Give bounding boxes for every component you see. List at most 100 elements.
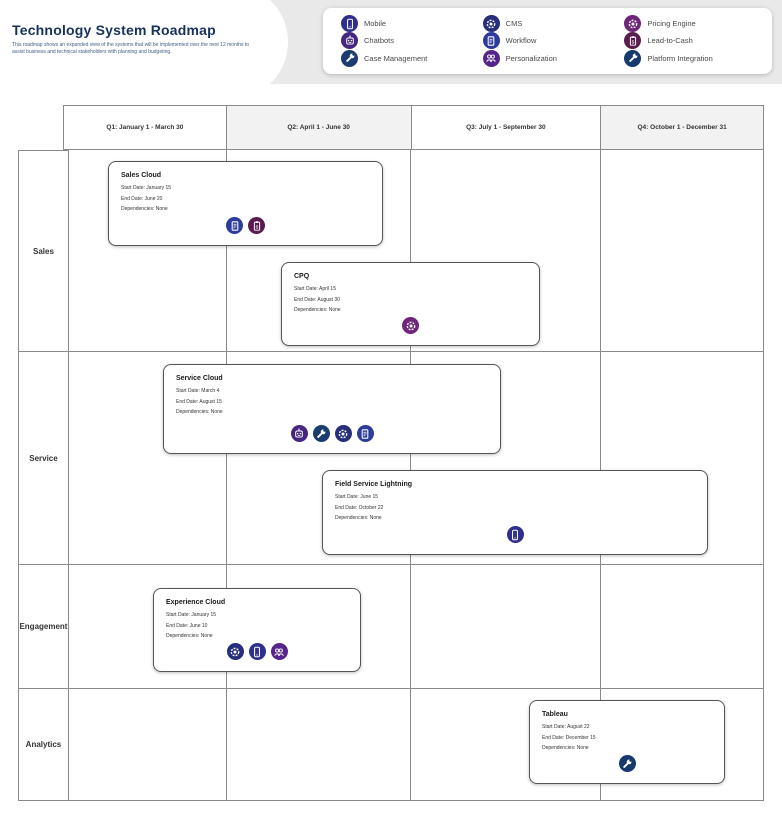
- card-icon-row: $: [109, 217, 382, 234]
- legend-item-lead-to-cash: $ Lead-to-Cash: [624, 32, 762, 50]
- chatbot-icon: [290, 425, 308, 442]
- card-end-date-value: December 15: [565, 734, 596, 741]
- card-icon-row: [530, 755, 724, 772]
- card-title: Sales Cloud: [121, 172, 162, 179]
- card-dependencies-value: None: [210, 409, 223, 415]
- card-dependencies-label: Dependencies:: [294, 307, 328, 313]
- row-label-service: Service: [19, 352, 69, 565]
- card-icon-row: [154, 643, 360, 660]
- card-start-date-value: April 15: [319, 286, 336, 292]
- card-end-date-label: End Date:: [121, 195, 144, 202]
- document-icon: [356, 425, 374, 442]
- legend-label: Pricing Engine: [647, 19, 696, 29]
- card-end-date-value: June 10: [189, 622, 208, 629]
- grid-cell-engagement-q3: [411, 565, 602, 689]
- card-dependencies: Dependencies: None: [176, 409, 488, 415]
- card-start-date-value: March 4: [201, 388, 220, 394]
- card-dependencies-label: Dependencies:: [176, 409, 210, 415]
- card-end-date-label: End Date:: [542, 734, 565, 741]
- card-cpq[interactable]: CPQ Start Date: April 15 End Date: August …: [281, 262, 540, 346]
- svg-text:$: $: [631, 40, 634, 46]
- card-end-date: End Date: October 22: [335, 505, 695, 511]
- card-title: Tableau: [542, 711, 568, 718]
- wrench-icon: [624, 49, 642, 67]
- curve-decoration: [172, 0, 288, 100]
- quarter-header-label: Q4: October 1 - December 31: [637, 124, 727, 131]
- card-dependencies: Dependencies: None: [121, 206, 370, 212]
- row-label-engagement: Engagement: [19, 565, 69, 689]
- legend-label: Personalization: [505, 53, 557, 63]
- legend-item-platform-integration: Platform Integration: [624, 49, 762, 67]
- card-dependencies-value: None: [576, 745, 589, 751]
- legend-item-case-management: Case Management: [341, 49, 479, 67]
- chatbot-icon: [341, 32, 358, 50]
- card-start-date-value: January 15: [146, 185, 172, 191]
- mobile-icon: [506, 526, 524, 543]
- card-end-date-value: June 20: [144, 195, 163, 202]
- timeline-header: Q1: January 1 - March 30 Q2: April 1 - Ju…: [63, 105, 764, 150]
- wrench-icon: [618, 755, 636, 772]
- card-dependencies-value: None: [200, 633, 213, 639]
- card-end-date-value: August 30: [317, 296, 340, 303]
- card-start-date-label: Start Date:: [335, 494, 359, 500]
- legend-item-personalization: Personalization: [482, 49, 621, 67]
- card-title: Field Service Lightning: [335, 481, 413, 488]
- legend-item-chatbots: Chatbots: [341, 32, 479, 50]
- card-dependencies: Dependencies: None: [294, 307, 527, 313]
- people-icon: [270, 643, 288, 660]
- quarter-header-q4: Q4: October 1 - December 31: [601, 106, 764, 150]
- gear-icon: [334, 425, 352, 442]
- legend-item-cms: CMS: [482, 15, 621, 33]
- card-end-date-label: End Date:: [166, 622, 189, 629]
- grid-cell-sales-q4: [601, 150, 764, 352]
- card-dependencies-label: Dependencies:: [542, 745, 576, 751]
- card-start-date-label: Start Date:: [176, 388, 200, 394]
- legend-label: Platform Integration: [647, 53, 713, 63]
- row-label-text: Engagement: [19, 622, 68, 631]
- legend-label: Workflow: [505, 36, 537, 46]
- legend-item-workflow: Workflow: [482, 32, 621, 50]
- quarter-header-label: Q1: January 1 - March 30: [106, 124, 184, 131]
- card-dependencies-value: None: [155, 206, 168, 212]
- grid-cell-analytics-q2: [226, 689, 412, 801]
- card-icon-row: [282, 317, 539, 334]
- legend-label: Case Management: [364, 53, 428, 63]
- gear-icon: [482, 15, 500, 33]
- gear-icon: [624, 15, 642, 33]
- card-end-date-label: End Date:: [335, 504, 358, 511]
- card-title: CPQ: [294, 273, 310, 280]
- legend-label: Lead-to-Cash: [647, 36, 693, 46]
- quarter-header-q2: Q2: April 1 - June 30: [226, 106, 412, 150]
- card-dependencies-label: Dependencies:: [166, 633, 200, 639]
- card-dependencies-value: None: [328, 307, 341, 313]
- wrench-icon: [312, 425, 330, 442]
- card-dependencies: Dependencies: None: [335, 515, 695, 521]
- mobile-icon: [248, 643, 266, 660]
- grid-cell-engagement-q4: [601, 565, 764, 689]
- quarter-header-label: Q2: April 1 - June 30: [287, 124, 350, 131]
- svg-text:$: $: [255, 224, 258, 230]
- card-end-date: End Date: August 30: [294, 297, 527, 303]
- card-end-date-label: End Date:: [176, 398, 199, 405]
- card-end-date: End Date: August 15: [176, 399, 488, 405]
- card-start-date-label: Start Date:: [294, 286, 318, 292]
- card-dependencies-label: Dependencies:: [335, 515, 369, 521]
- card-title: Experience Cloud: [166, 599, 226, 606]
- gear-icon: [226, 643, 244, 660]
- card-start-date: Start Date: June 15: [335, 494, 695, 500]
- card-end-date: End Date: December 15: [542, 735, 712, 741]
- clipboard-dollar-icon: $: [248, 217, 265, 234]
- card-title: Service Cloud: [176, 375, 223, 382]
- card-end-date-value: August 15: [199, 398, 222, 405]
- quarter-header-label: Q3: July 1 - September 30: [466, 124, 546, 131]
- swimlane-sales: Sales: [19, 150, 764, 352]
- row-label-text: Service: [29, 453, 58, 463]
- legend-label: Chatbots: [364, 36, 395, 46]
